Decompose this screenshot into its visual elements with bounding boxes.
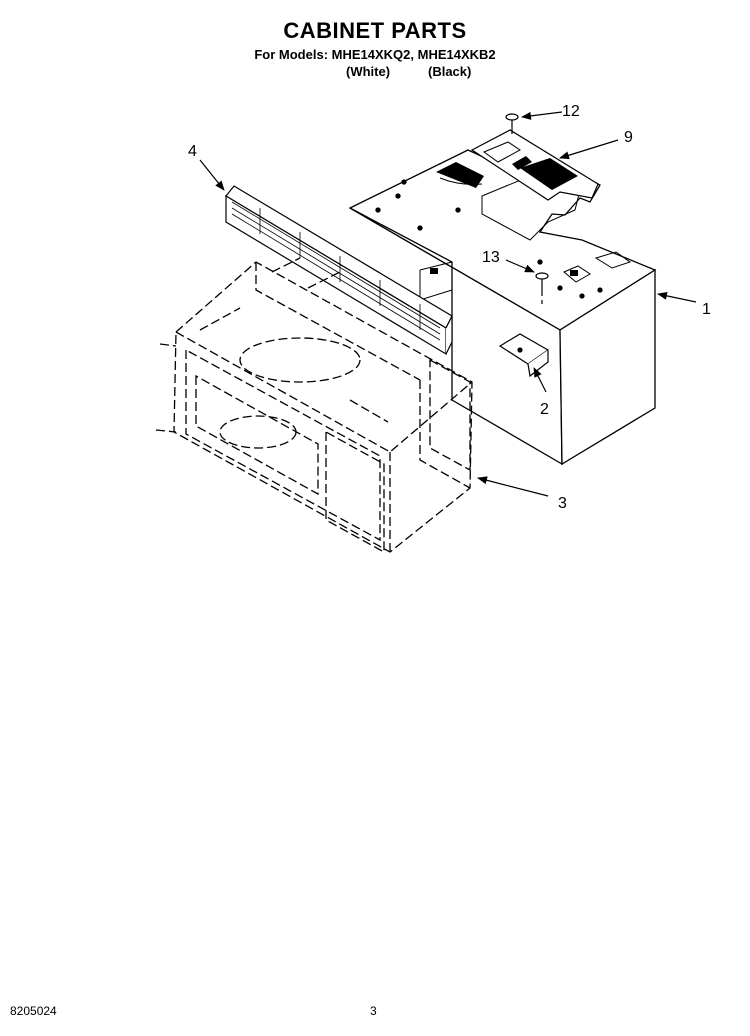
screw-12-part: [505, 113, 519, 134]
variant-white: (White): [346, 64, 391, 79]
callout-2: 2: [540, 401, 549, 418]
page-number: 3: [370, 1004, 377, 1018]
top-bracket-plate-part: [470, 129, 599, 201]
models-line: For Models: MHE14XKQ2, MHE14XKB2: [254, 47, 496, 62]
document-number: 8205024: [10, 1004, 57, 1018]
small-bracket-part: [498, 333, 550, 378]
microwave-chassis-phantom: [155, 257, 473, 554]
callout-13: 13: [482, 249, 500, 266]
callout-1: 1: [702, 301, 711, 318]
screw-13-part: [535, 272, 549, 304]
callout-3: 3: [558, 495, 567, 512]
callout-4: 4: [188, 143, 197, 160]
vent-grille-part: [225, 185, 453, 356]
page-title: CABINET PARTS: [283, 18, 467, 43]
callout-12: 12: [562, 103, 580, 120]
callout-leaders: [199, 111, 697, 497]
callout-9: 9: [624, 129, 633, 146]
variant-black: (Black): [428, 64, 472, 79]
